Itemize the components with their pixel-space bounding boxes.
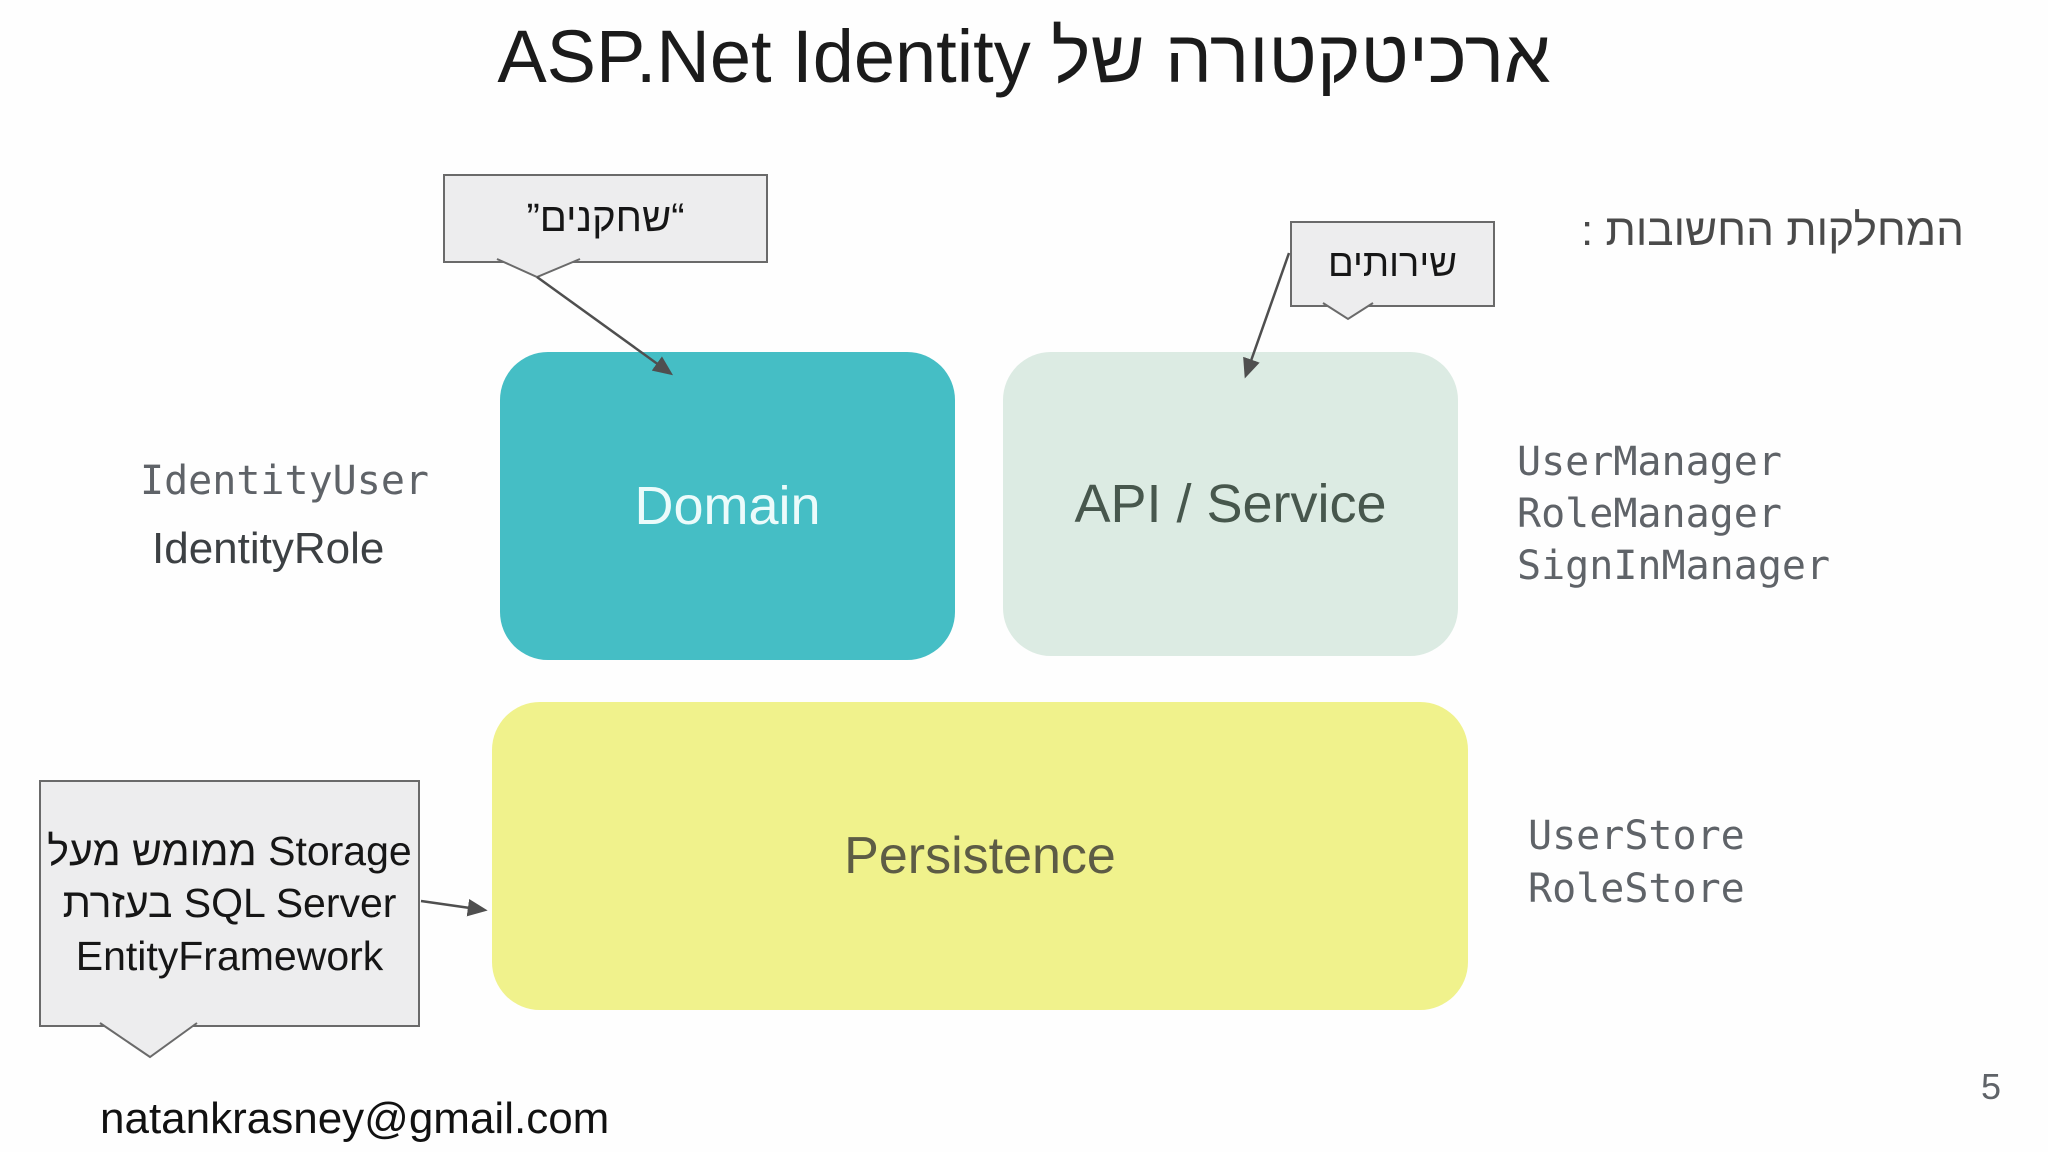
callout-services-label: שירותים [1328,242,1457,285]
callout-storage-line3: EntityFramework [75,932,384,979]
callout-storage-line1: Storage ממומש מעל [47,827,412,874]
callout-storage-line2: SQL Server בעזרת [62,880,397,927]
domain-box: Domain [500,352,955,660]
api-service-box-label: API / Service [1074,474,1387,534]
callout-actors-label: “שחקנים” [526,196,685,240]
persistence-box-label: Persistence [844,827,1116,885]
persistence-side-labels: UserStore RoleStore [1528,810,1745,916]
callout-actors: “שחקנים” [443,174,768,263]
important-classes-heading: המחלקות החשובות : [1581,206,1964,255]
label-user-store: UserStore [1528,813,1745,859]
slide-title: ארכיטקטורה של ASP.Net Identity [497,15,1551,98]
callout-services: שירותים [1290,221,1495,307]
label-identity-role: IdentityRole [152,524,385,573]
label-identity-user: IdentityUser [140,458,429,504]
callout-storage-tail [99,1022,198,1059]
label-role-manager: RoleManager [1517,491,1782,537]
label-user-manager: UserManager [1517,439,1782,485]
domain-box-label: Domain [634,476,821,536]
callout-storage: Storage ממומש מעל SQL Server בעזרת Entit… [39,780,420,1027]
persistence-box: Persistence [492,702,1468,1010]
arrow-storage-to-persistence [420,899,488,917]
api-service-box: API / Service [1003,352,1458,656]
page-number: 5 [1981,1066,2002,1107]
label-role-store: RoleStore [1528,866,1745,912]
label-signin-manager: SignInManager [1517,543,1831,589]
api-side-labels: UserManager RoleManager SignInManager [1517,436,1830,592]
footer-email: natankrasney@gmail.com [100,1094,610,1143]
